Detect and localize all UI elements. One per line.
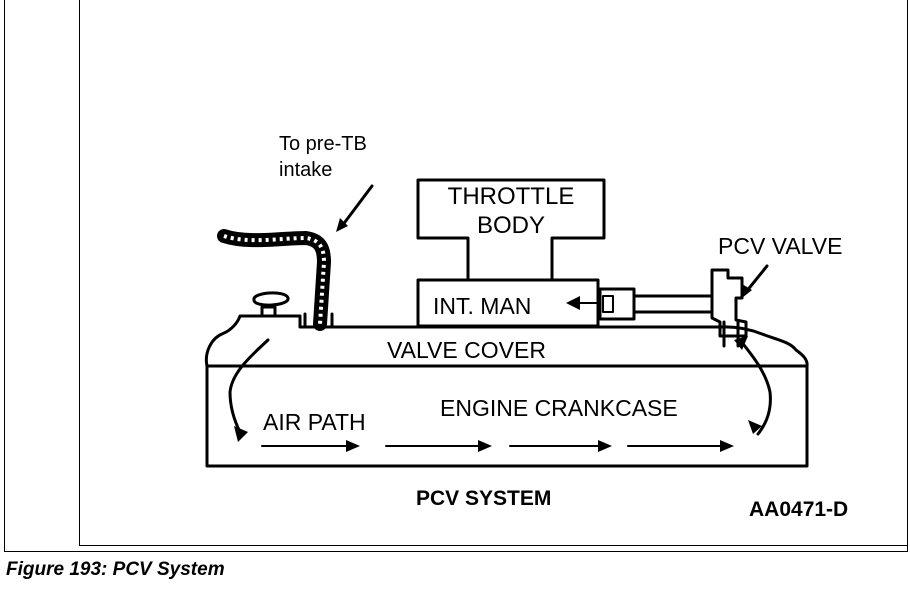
pcv-valve-pointer-line <box>744 264 769 294</box>
throttle-label-line2: BODY <box>477 212 545 239</box>
breather-hose <box>217 229 332 331</box>
pcv-connector-fitting <box>598 287 636 321</box>
figure-code: AA0471-D <box>749 498 848 521</box>
hose-port <box>303 312 334 329</box>
figure-outer-frame <box>4 0 908 552</box>
air-arrow-head-1 <box>346 440 360 452</box>
manifold-arrow-head <box>566 296 580 310</box>
throttle-label-line1: THROTTLE <box>448 183 575 210</box>
valve-cover-label: VALVE COVER <box>387 337 546 363</box>
pcv-valve-body <box>710 268 748 338</box>
pointer-head-hose <box>336 218 348 232</box>
air-arrow-head-3 <box>598 440 612 452</box>
left-curve-arrowhead <box>234 426 248 442</box>
left-circulation-curve <box>228 338 270 434</box>
diagram-title: PCV SYSTEM <box>416 487 551 510</box>
engine-crankcase-label: ENGINE CRANKCASE <box>440 395 678 421</box>
oil-filler-cap <box>252 291 290 318</box>
pointer-head-pcv <box>742 284 752 298</box>
pcv-line <box>632 294 714 314</box>
figure-caption: Figure 193: PCV System <box>6 559 225 580</box>
figure-inner-frame <box>79 0 908 546</box>
air-arrow-head-2 <box>478 440 492 452</box>
hose-pointer-line <box>340 184 374 228</box>
right-curve-arrowhead <box>748 420 762 434</box>
engine-crankcase-block <box>205 364 809 468</box>
right-circulation-curve <box>738 338 772 436</box>
right-top-curve-arrowhead <box>734 336 748 350</box>
intake-manifold-label: INT. MAN <box>433 293 531 319</box>
valve-cover-outline <box>204 314 809 368</box>
pcv-valve-label: PCV VALVE <box>718 233 842 259</box>
hose-note-line2: intake <box>279 159 332 181</box>
hose-note-line1: To pre-TB <box>279 133 367 155</box>
air-arrow-head-4 <box>720 440 734 452</box>
air-path-label: AIR PATH <box>263 409 366 435</box>
